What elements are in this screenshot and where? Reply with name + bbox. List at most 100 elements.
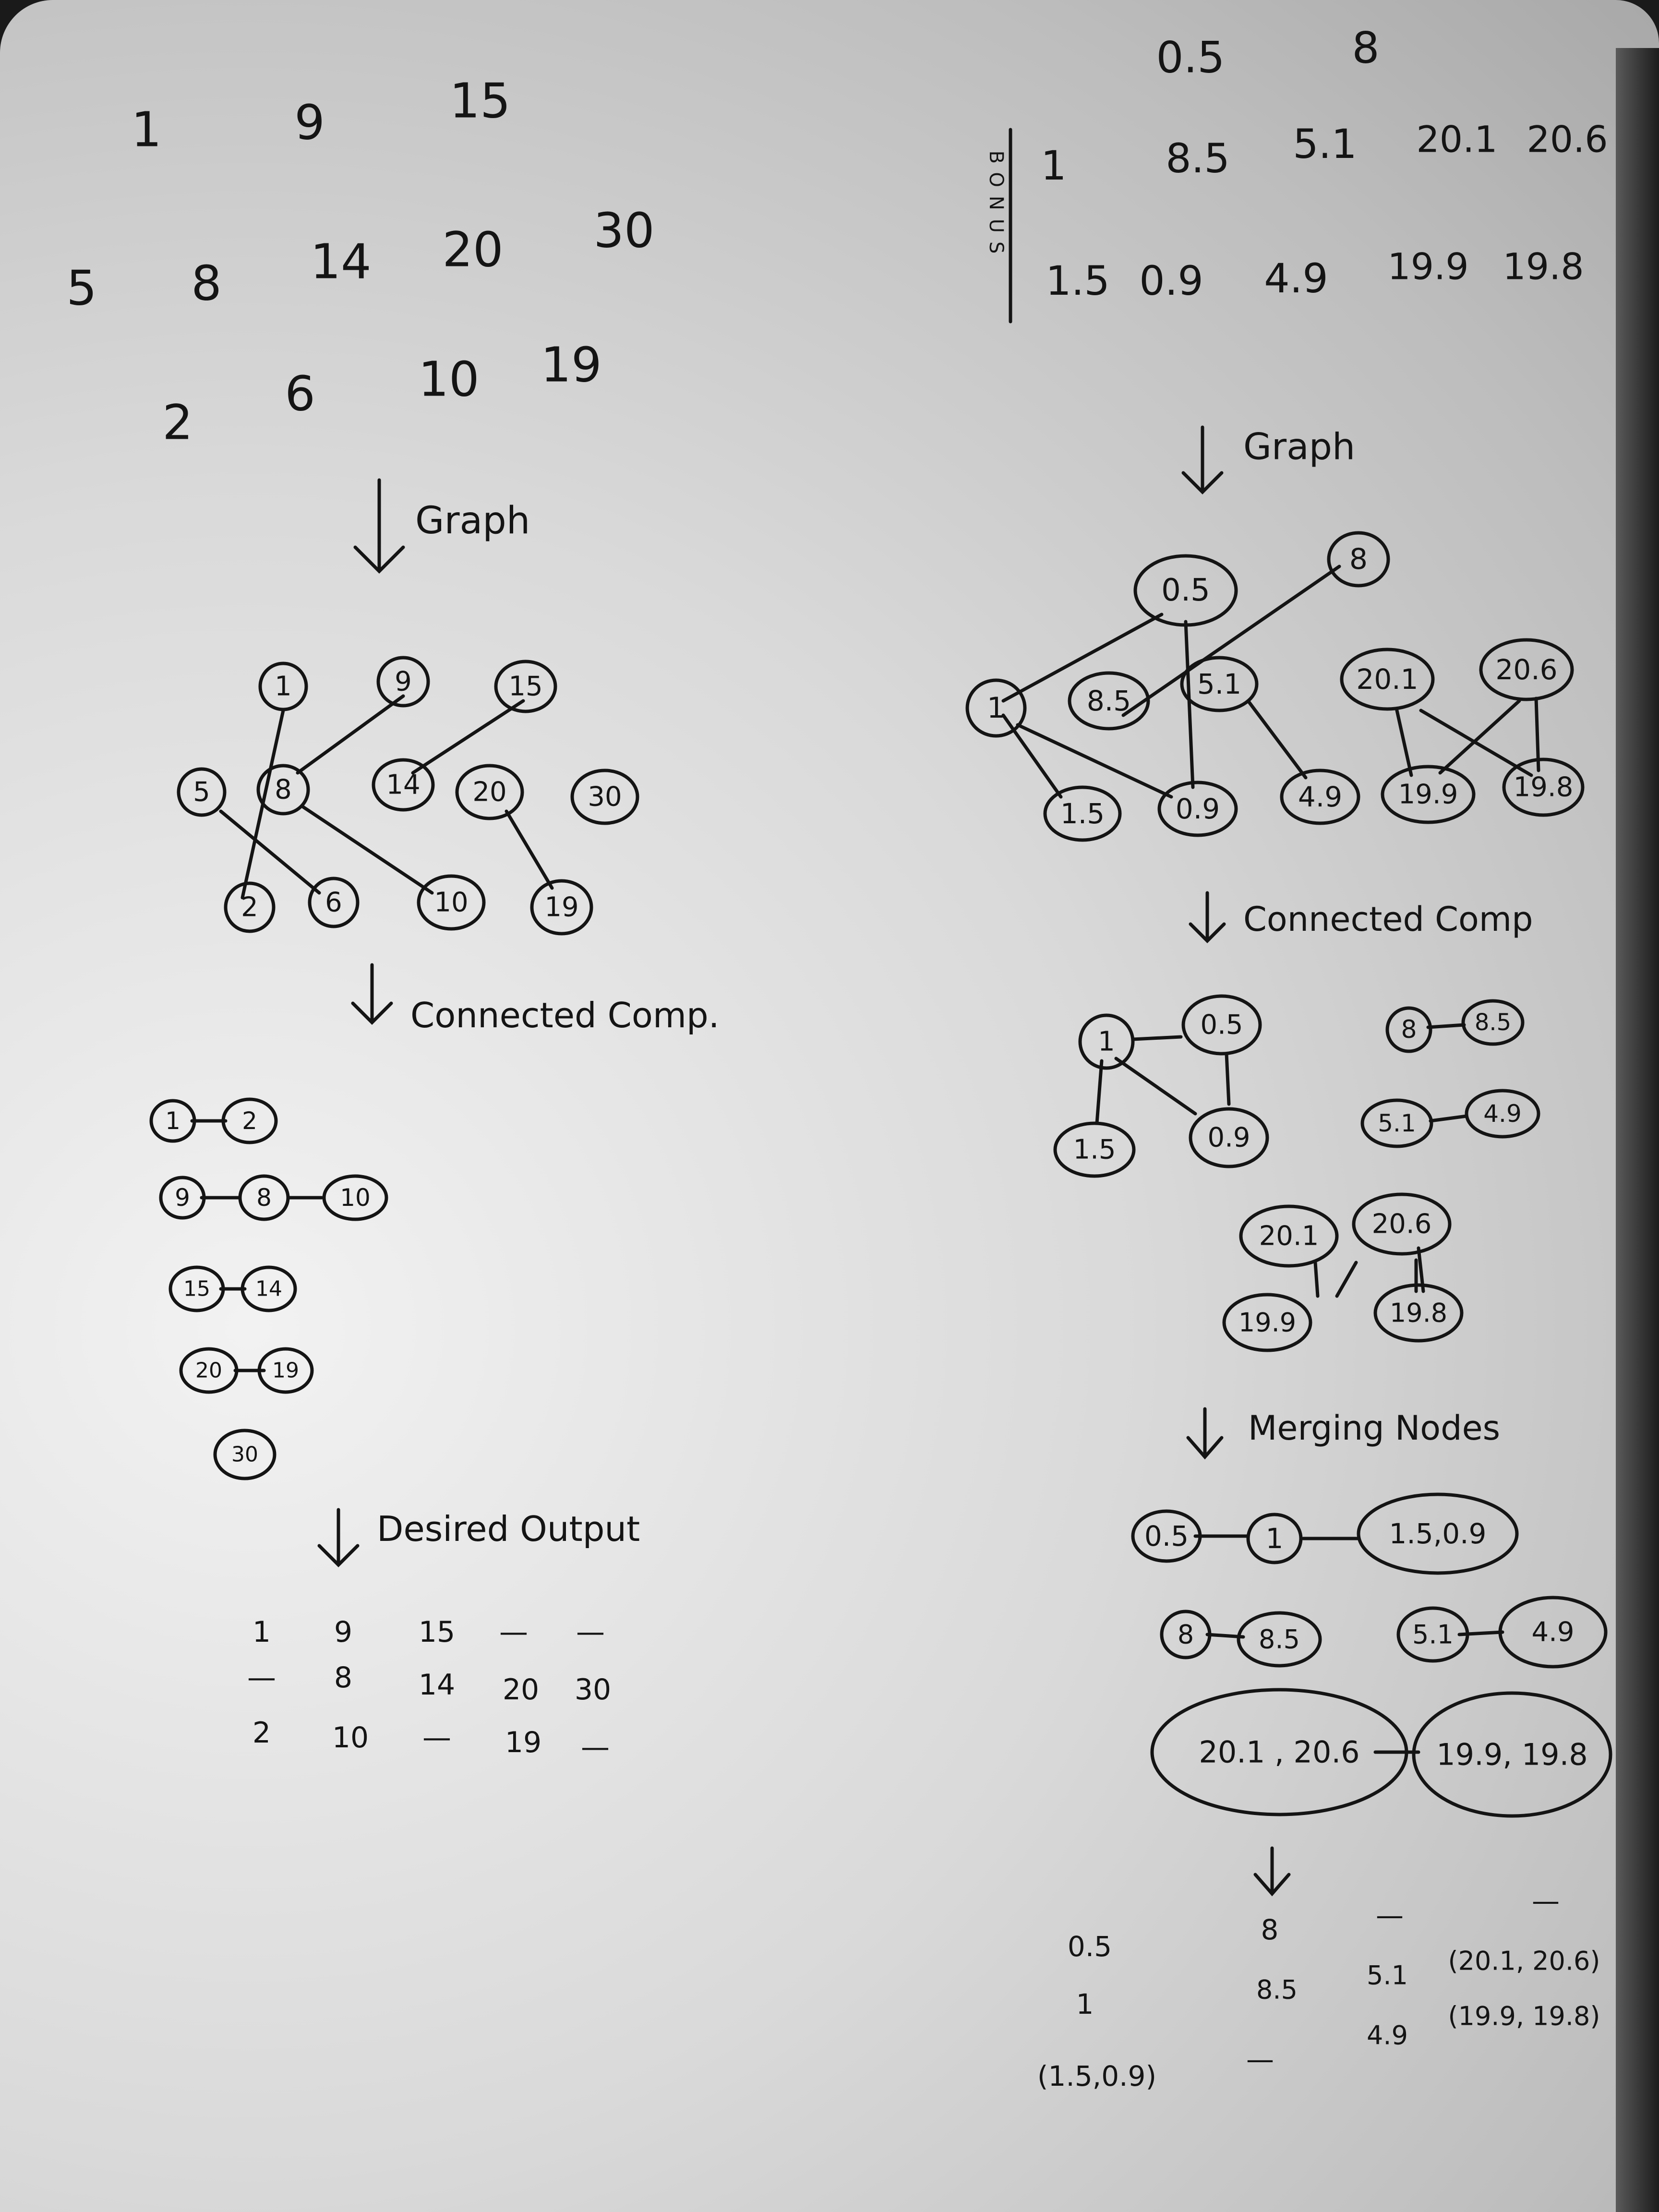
merged-node: 8.5 [1237,1611,1322,1668]
left-input-value: 5 [66,260,97,316]
graph-edge [301,805,434,895]
graph-edge [296,694,405,775]
svg-text:6: 6 [325,887,342,918]
merged-node: 4.9 [1498,1596,1608,1669]
graph-node: 19 [530,879,593,936]
component-node: 1.5 [1053,1121,1136,1178]
component-edge [1313,1261,1320,1298]
component-node: 20 [179,1347,239,1394]
svg-text:8: 8 [1178,1620,1194,1650]
graph-edge [1121,565,1341,717]
svg-text:20.1 , 20.6: 20.1 , 20.6 [1199,1735,1359,1770]
left-input-value: 10 [418,351,479,408]
graph-edge [1184,620,1195,789]
left-input-value: 6 [285,366,315,422]
graph-node: 10 [417,874,486,931]
graph-edge [1419,709,1533,777]
step-label: Desired Output [377,1509,640,1549]
component-node: 1 [1078,1013,1135,1070]
graph-edge [505,809,554,890]
output-cell: 1 [252,1615,271,1649]
step-label: Merging Nodes [1248,1408,1500,1448]
output-cell: 8 [1261,1913,1279,1946]
output-cell: 30 [575,1673,611,1707]
left-components: 1 2 9 8 10 15 14 20 19 30 [149,1097,388,1480]
output-cell: — [499,1615,528,1649]
right-step-merging: Merging Nodes [1186,1407,1500,1460]
output-cell: 4.9 [1367,2020,1408,2051]
output-cell: — [1532,1885,1560,1917]
step-label: Graph [1243,425,1355,468]
left-step-output: Desired Output [317,1508,640,1567]
left-step-graph: Graph [353,478,530,574]
component-node: 15 [168,1265,225,1312]
output-cell: 15 [419,1615,455,1649]
right-components: 1 0.5 1.5 0.9 8 8.5 5.1 4.9 20.1 20.6 19… [1053,994,1540,1352]
output-cell: — [576,1615,605,1649]
graph-node: 8 [256,764,310,816]
graph-node: 4.9 [1280,769,1360,825]
svg-text:5: 5 [193,777,210,808]
svg-text:8: 8 [275,774,292,805]
output-cell: 5.1 [1367,1960,1408,1991]
graph-node: 14 [372,758,435,812]
graph-node: 5.1 [1180,656,1259,712]
svg-text:20.6: 20.6 [1372,1209,1432,1240]
graph-node: 0.9 [1157,781,1238,837]
down-arrow-icon [1253,1846,1291,1897]
left-input-value: 19 [541,337,601,393]
graph-node: 2 [224,881,276,933]
svg-text:10: 10 [434,887,468,918]
left-input-value: 20 [442,222,503,278]
graph-node: 20.1 [1340,648,1435,711]
graph-node: 20.6 [1479,638,1574,701]
left-input-value: 15 [449,73,510,129]
right-graph: 0.5 8 1 8.5 5.1 20.1 20.6 1.5 0.9 4.9 19… [965,531,1585,842]
output-cell: — [422,1721,451,1755]
svg-text:0.9: 0.9 [1207,1122,1250,1154]
right-input-value: 19.9 [1387,245,1468,288]
left-graph: 1 9 15 5 8 14 20 30 2 6 10 19 [177,656,639,936]
merged-node: 1.5,0.9 [1357,1492,1519,1575]
svg-text:9: 9 [175,1184,190,1212]
component-node: 2 [221,1097,278,1144]
graph-node: 5 [177,767,227,817]
component-node: 19.8 [1373,1283,1464,1343]
step-label: Connected Comp. [410,995,720,1035]
svg-text:30: 30 [588,781,622,813]
output-cell: — [581,1731,610,1764]
svg-text:4.9: 4.9 [1531,1617,1574,1648]
output-cell: — [1246,2043,1274,2076]
output-cell: 19 [505,1726,541,1759]
right-input-value: 5.1 [1293,120,1357,168]
graph-edge [1001,713,1063,799]
down-arrow-icon [317,1508,360,1567]
svg-text:1: 1 [1098,1026,1115,1058]
left-input-value: 8 [191,255,222,312]
graph-node: 1 [258,661,308,711]
right-input-value: 1 [1041,142,1066,189]
merged-node: 0.5 [1131,1509,1202,1563]
svg-text:20.6: 20.6 [1495,653,1557,686]
component-node: 0.9 [1189,1107,1269,1168]
right-input-value: 8 [1352,23,1379,73]
merged-node: 19.9, 19.8 [1412,1691,1612,1818]
component-node: 19 [257,1347,314,1394]
graph-node: 1 [965,678,1027,738]
graph-edge [411,699,525,775]
graph-edge [1395,709,1413,777]
output-cell: 20 [503,1673,539,1707]
svg-text:2: 2 [242,1107,257,1135]
svg-text:4.9: 4.9 [1298,781,1342,813]
svg-text:1: 1 [275,671,292,702]
svg-text:30: 30 [231,1443,258,1467]
graph-edge [1016,723,1173,799]
graph-edge [1001,613,1164,703]
graph-node: 30 [570,769,639,825]
component-node: 4.9 [1465,1089,1540,1139]
right-input-value: 1.5 [1046,257,1110,304]
graph-node: 19.8 [1502,757,1585,817]
svg-text:20: 20 [195,1358,222,1383]
component-node: 8 [238,1174,290,1221]
